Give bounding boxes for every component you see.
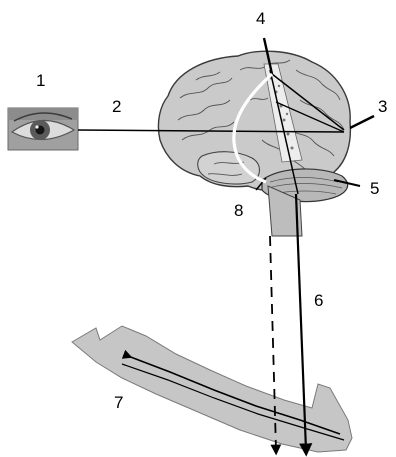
label-6: 6 [314,291,323,310]
label-1: 1 [36,71,45,90]
label-3-leader [350,116,374,128]
label-3: 3 [378,97,387,116]
label-8: 8 [234,201,243,220]
label-4: 4 [256,9,265,28]
eye-image [8,108,78,150]
label-7: 7 [114,393,123,412]
arm-illustration [72,326,352,452]
brain-illustration [158,51,350,236]
label-5: 5 [370,179,379,198]
label-2: 2 [112,97,121,116]
